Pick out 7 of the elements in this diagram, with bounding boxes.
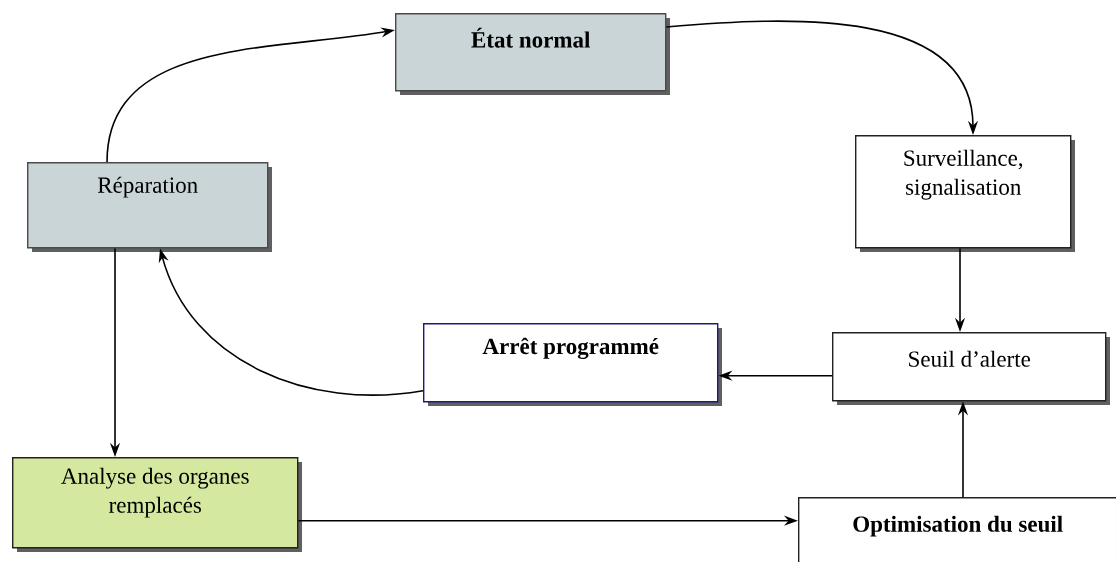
process-box: Surveillance, signalisation xyxy=(855,135,1075,252)
process-box: Analyse des organes remplacés xyxy=(12,457,302,552)
process-box: Seuil d’alerte xyxy=(832,332,1110,405)
process-box: Optimisation du seuil xyxy=(798,497,1116,562)
process-box: Arrêt programmé xyxy=(423,323,722,406)
process-box: Réparation xyxy=(27,162,272,252)
process-box: État normal xyxy=(395,13,670,95)
